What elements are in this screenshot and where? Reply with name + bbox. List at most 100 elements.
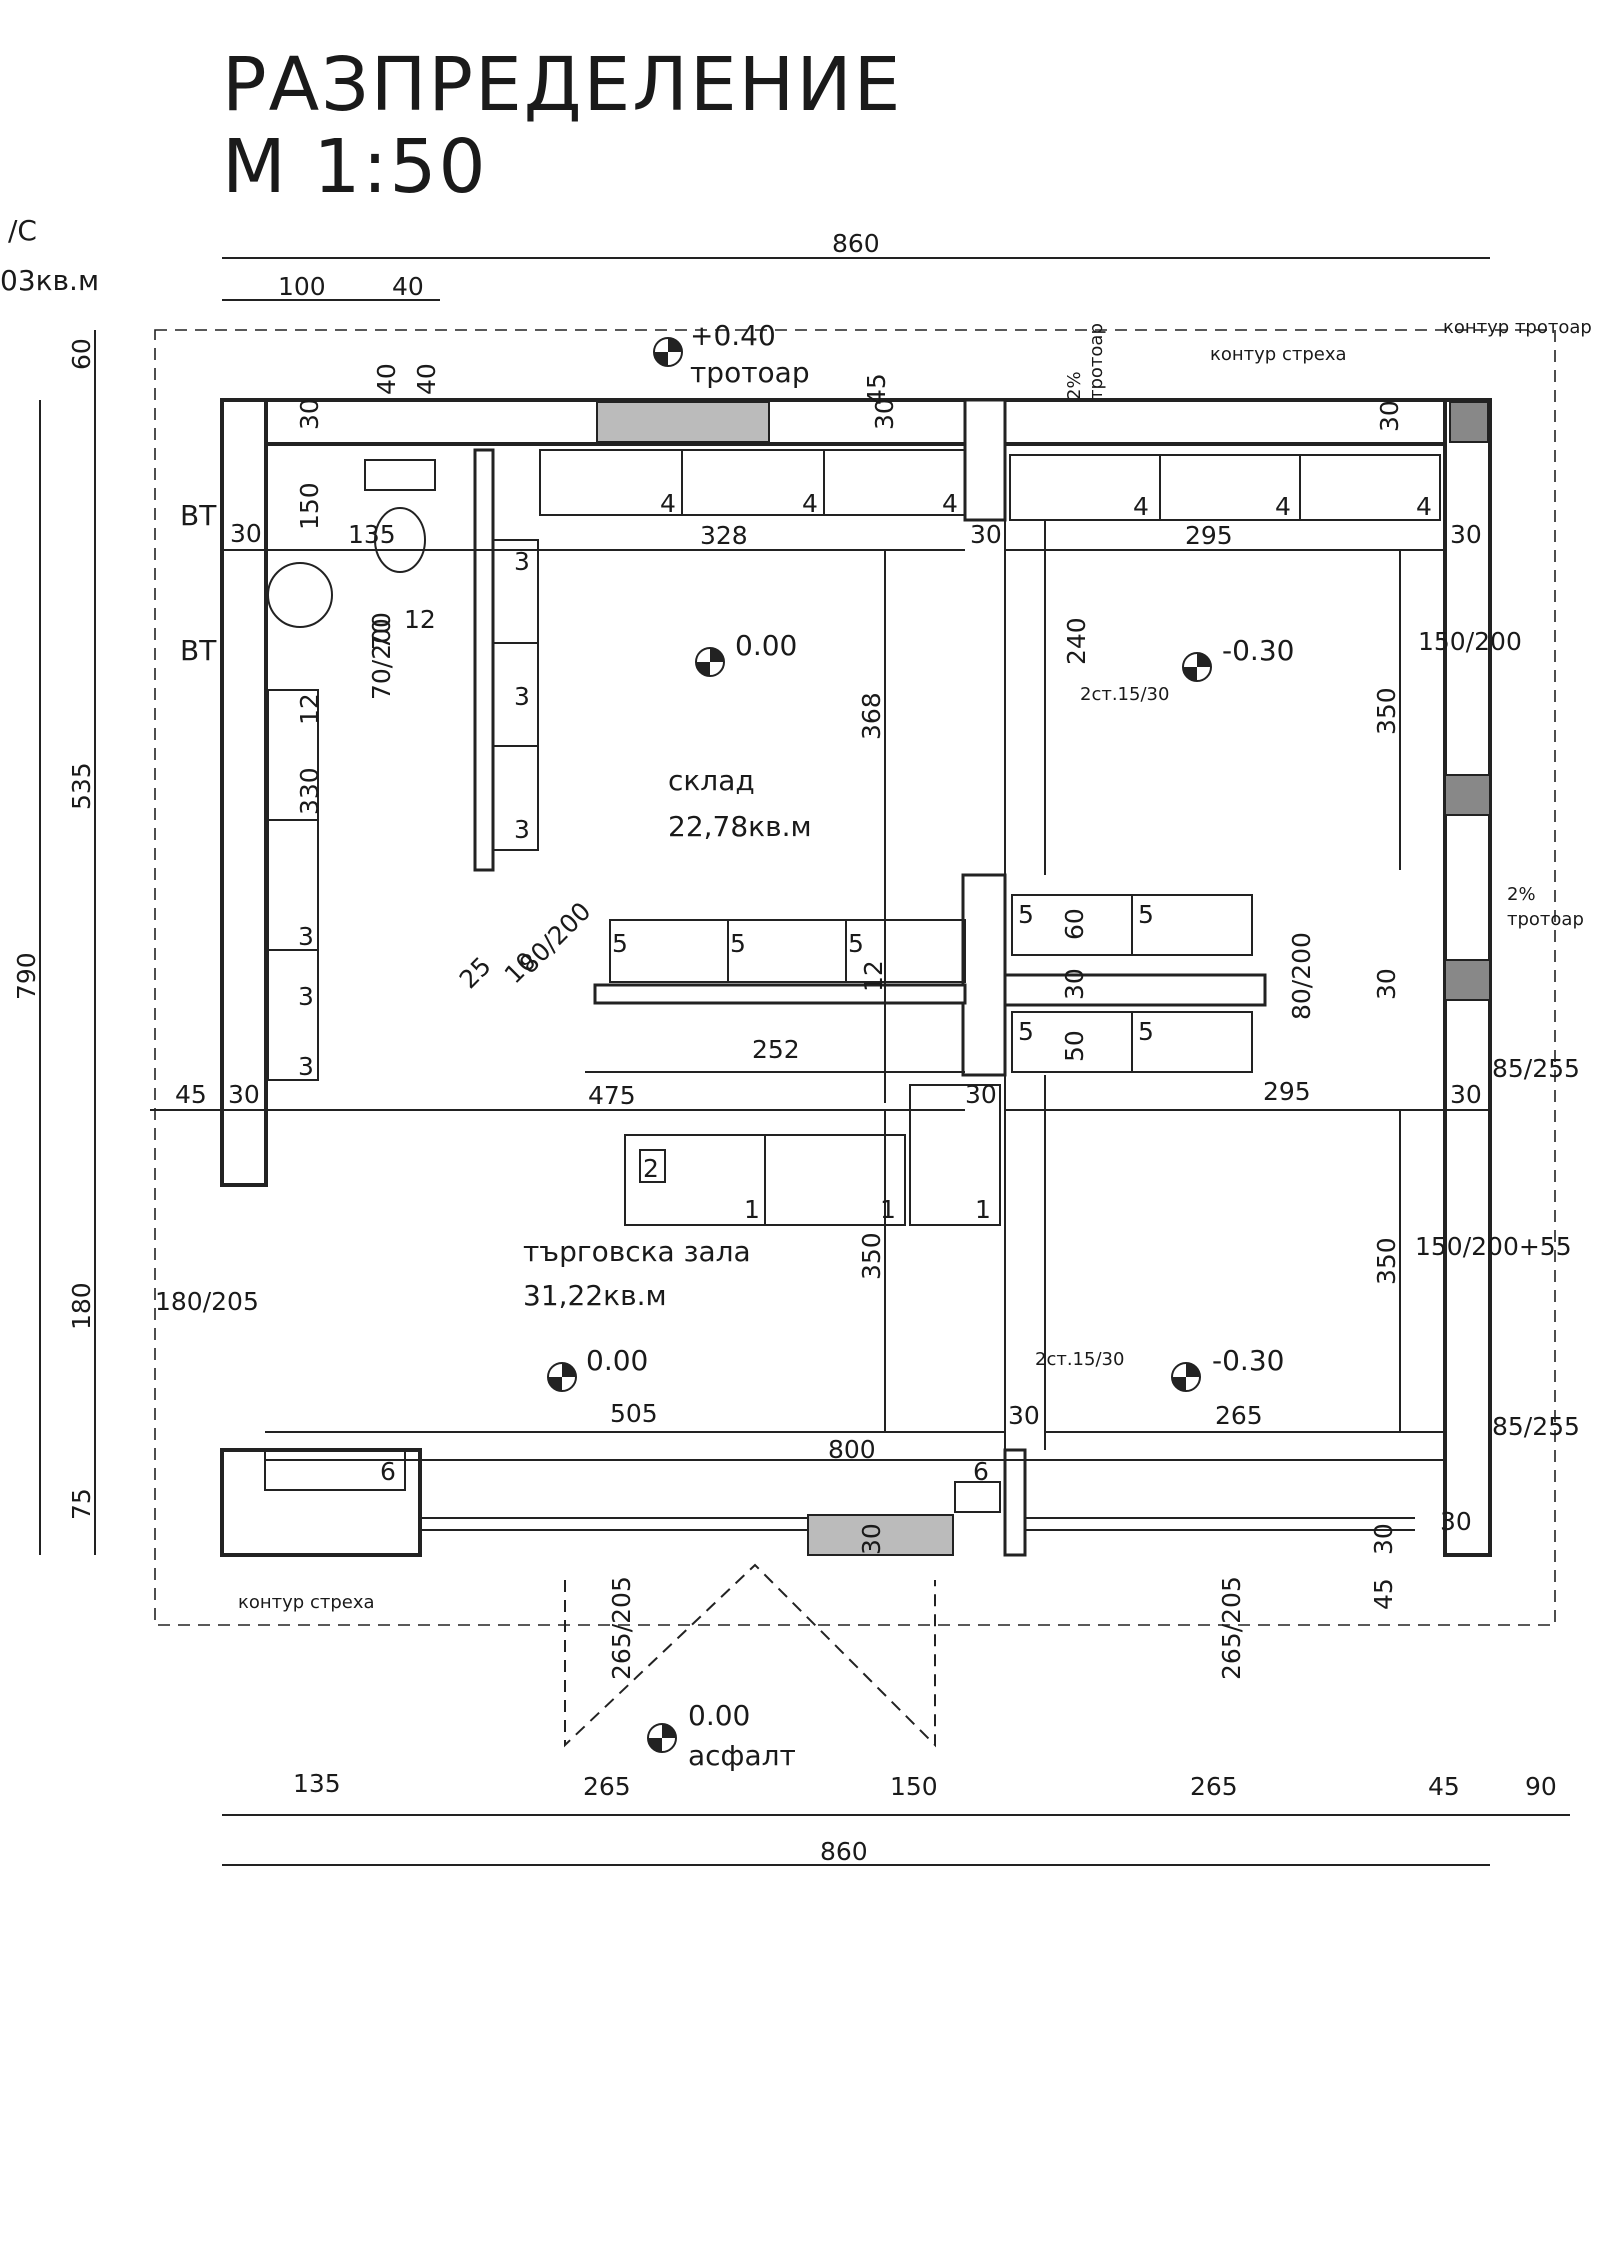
- dimension: 180: [67, 1282, 96, 1330]
- furniture-number: 3: [298, 922, 314, 951]
- dimension: 40: [372, 363, 401, 395]
- slope-label: 2%: [1064, 371, 1085, 400]
- inner-wall: [1003, 1448, 1027, 1557]
- dimension: 30: [970, 520, 1002, 549]
- dimension: 265: [1215, 1401, 1263, 1430]
- level-asphalt-label: асфалт: [688, 1739, 796, 1772]
- shelf-row: [539, 449, 966, 516]
- dimension: 45: [1369, 1578, 1398, 1610]
- dimension: 25: [454, 951, 497, 994]
- furniture-number: 5: [1018, 1017, 1034, 1046]
- dimension: 535: [67, 762, 96, 810]
- hatched-block: [596, 401, 770, 443]
- dimension: 45: [175, 1080, 207, 1109]
- dimension: 30: [228, 1080, 260, 1109]
- shelf-row: [264, 1449, 406, 1491]
- toilet: [364, 459, 436, 491]
- level-marker-fill: [548, 338, 1211, 1752]
- hatched-block: [1444, 774, 1491, 816]
- room-area-sales: 31,22кв.м: [523, 1279, 667, 1312]
- opening-dimension: 85/255: [1492, 1054, 1580, 1083]
- counter: [909, 1084, 1001, 1226]
- outer-wall-left: [220, 398, 268, 1187]
- dimension: 60: [1060, 908, 1089, 940]
- steps-label: 2ст.15/30: [1035, 1349, 1124, 1370]
- dimension: 30: [1369, 1523, 1398, 1555]
- dimension: 30: [295, 398, 324, 430]
- opening-dimension: 265/205: [1217, 1576, 1246, 1680]
- dimension: 30: [857, 1523, 886, 1555]
- furniture-number: 4: [660, 489, 676, 518]
- shelf-row: [954, 1481, 1001, 1513]
- dimension: 330: [295, 767, 324, 815]
- furniture-number: 6: [973, 1457, 989, 1486]
- dimension: 100: [278, 272, 326, 301]
- furniture-number: 2: [643, 1154, 659, 1183]
- opening-dimension: 150/200: [1418, 627, 1522, 656]
- dimension: 790: [12, 952, 41, 1000]
- opening-dimension: 85/255: [1492, 1412, 1580, 1441]
- dimension: 328: [700, 521, 748, 550]
- shelf-column: [492, 539, 539, 851]
- vt-label: ВТ: [180, 499, 217, 532]
- dimension: 50: [1060, 1030, 1089, 1062]
- dimension: 30: [1060, 968, 1089, 1000]
- steps-label: 2ст.15/30: [1080, 684, 1169, 705]
- dimension: 135: [348, 520, 396, 549]
- dimension: 30: [1008, 1401, 1040, 1430]
- dimension: 265: [1190, 1772, 1238, 1801]
- furniture-number: 5: [730, 929, 746, 958]
- furniture-number: 1: [975, 1195, 991, 1224]
- dimension: 135: [293, 1769, 341, 1798]
- furniture-number: 5: [1138, 900, 1154, 929]
- dimension: 75: [67, 1488, 96, 1520]
- drawing-title: РАЗПРЕДЕЛЕНИЕ: [222, 42, 903, 128]
- furniture-number: 5: [848, 929, 864, 958]
- level-storage-right: -0.30: [1222, 634, 1294, 667]
- furniture-number: 1: [744, 1195, 760, 1224]
- furniture-number: 4: [942, 489, 958, 518]
- furniture-number: 4: [1133, 492, 1149, 521]
- slope-label: тротоар: [1086, 323, 1107, 400]
- dimension: 30: [230, 519, 262, 548]
- hatched-block: [807, 1514, 954, 1556]
- dimension: 12: [404, 605, 436, 634]
- opening-dimension: 150/200+55: [1415, 1232, 1572, 1261]
- inner-wall: [963, 398, 1007, 522]
- eave-contour-label: контур стреха: [238, 1592, 375, 1613]
- inner-wall: [593, 983, 967, 1005]
- drawing-scale: М 1:50: [222, 124, 488, 210]
- level-sidewalk-top: +0.40: [690, 319, 776, 352]
- furniture-number: 4: [802, 489, 818, 518]
- dimension: 30: [965, 1080, 997, 1109]
- dimension: 150: [295, 482, 324, 530]
- level-asphalt: 0.00: [688, 1699, 750, 1732]
- opening-dimension: 70/200: [367, 612, 396, 700]
- dimension: 505: [610, 1399, 658, 1428]
- wc-area: 03кв.м: [0, 264, 99, 297]
- slope-label: 2%: [1507, 884, 1536, 905]
- inner-wall: [961, 873, 1007, 1077]
- dimension: 860: [820, 1837, 868, 1866]
- room-name-storage: склад: [668, 764, 755, 797]
- dimension: 70: [367, 618, 396, 650]
- sink: [267, 562, 333, 628]
- furniture-number: 4: [1416, 492, 1432, 521]
- level-storage: 0.00: [735, 629, 797, 662]
- dimension: 350: [1372, 1237, 1401, 1285]
- dimension: 60: [67, 338, 96, 370]
- dimension: 800: [828, 1435, 876, 1464]
- dimension: 12: [295, 693, 324, 725]
- eave-contour: [154, 329, 1556, 1626]
- dimension: 30: [1440, 1507, 1472, 1536]
- shelf-column: [267, 689, 319, 1081]
- dimension: 30: [1372, 968, 1401, 1000]
- furniture-number: 5: [612, 929, 628, 958]
- room-area-storage: 22,78кв.м: [668, 810, 812, 843]
- dimension: 295: [1185, 521, 1233, 550]
- shelf-row: [609, 919, 966, 983]
- furniture-number: 6: [380, 1457, 396, 1486]
- furniture-number: 5: [1018, 900, 1034, 929]
- entrance-canopy: [564, 1563, 936, 1748]
